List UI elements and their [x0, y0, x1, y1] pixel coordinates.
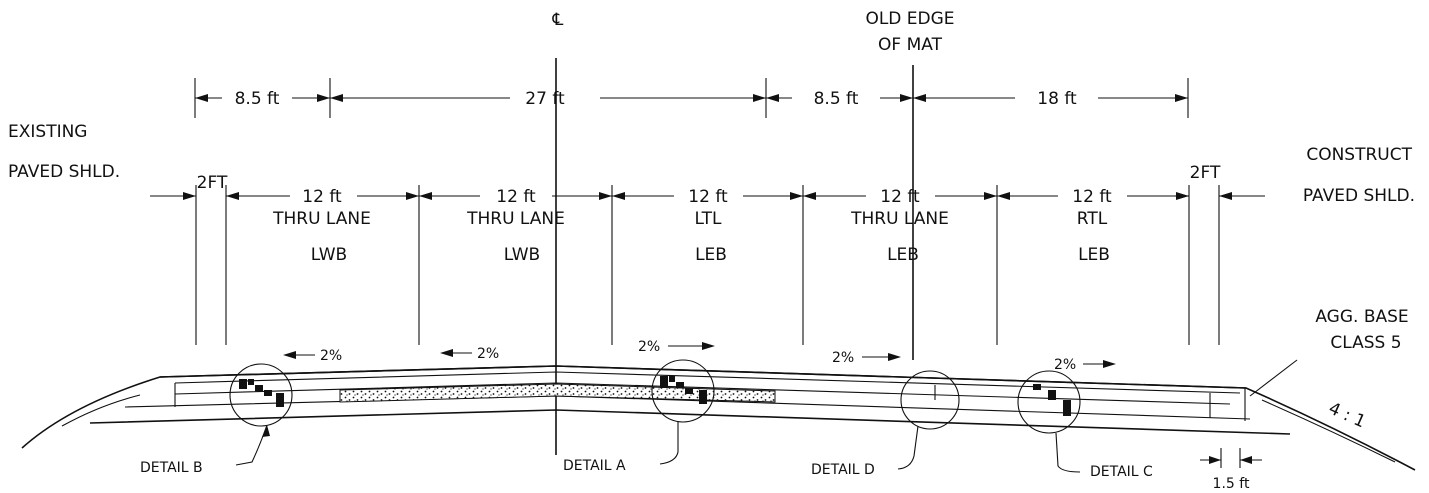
slope-lane-4: 2% — [832, 350, 854, 366]
detail-b-marker — [229, 363, 293, 466]
old-edge-label-line2: OF MAT — [878, 35, 943, 55]
lane-3-type: LTL — [695, 209, 723, 229]
lane-2-width: 12 ft — [496, 187, 536, 207]
slope-lane-5: 2% — [1054, 357, 1076, 373]
shoulder-2ft-right: 2FT — [1190, 163, 1221, 183]
shoulder-2ft-left: 2FT — [197, 173, 228, 193]
dim-8-5-right: 8.5 ft — [814, 89, 859, 109]
construct-paved-shoulder-label: PAVED SHLD. — [1303, 186, 1415, 206]
bottom-dimension — [1200, 448, 1262, 468]
dim-18: 18 ft — [1037, 89, 1077, 109]
lane-3-direction: LEB — [695, 245, 727, 265]
detail-c-label: DETAIL C — [1090, 464, 1153, 480]
lane-5-direction: LEB — [1078, 245, 1110, 265]
lane-boundaries — [195, 185, 1220, 345]
lane-1-type: THRU LANE — [272, 209, 371, 229]
detail-b-label: DETAIL B — [140, 460, 203, 476]
lane-5-width: 12 ft — [1072, 187, 1112, 207]
detail-d-marker — [897, 370, 960, 470]
dim-1-5: 1.5 ft — [1213, 476, 1250, 492]
existing-paved-shoulder-label: PAVED SHLD. — [8, 162, 120, 182]
lane-1-direction: LWB — [311, 245, 347, 265]
agg-base-class-label: CLASS 5 — [1330, 333, 1401, 353]
detail-d-label: DETAIL D — [811, 462, 875, 478]
existing-label: EXISTING — [8, 122, 87, 142]
lane-1-width: 12 ft — [302, 187, 342, 207]
lane-3-width: 12 ft — [688, 187, 728, 207]
pavement-section — [21, 359, 1416, 471]
lane-dimension-row — [150, 192, 1265, 200]
construct-label: CONSTRUCT — [1306, 145, 1412, 165]
centerline-symbol: ℄ — [552, 10, 564, 30]
agg-base-label: AGG. BASE — [1315, 307, 1408, 327]
top-dimension-row: 8.5 ft 27 ft 8.5 ft 18 ft — [194, 78, 1189, 118]
lane-4-type: THRU LANE — [850, 209, 949, 229]
detail-a-label: DETAIL A — [563, 458, 626, 474]
lane-5-type: RTL — [1077, 209, 1108, 229]
detail-c-marker — [1017, 370, 1081, 473]
slope-lane-3: 2% — [638, 339, 660, 355]
dim-27: 27 ft — [525, 89, 565, 109]
lane-2-direction: LWB — [504, 245, 540, 265]
detail-a-marker — [651, 359, 715, 465]
lane-2-type: THRU LANE — [466, 209, 565, 229]
slope-lane-1: 2% — [320, 348, 342, 364]
slope-lane-2: 2% — [477, 346, 499, 362]
slope-arrows — [283, 342, 1116, 368]
dim-8-5-left: 8.5 ft — [235, 89, 280, 109]
lane-4-direction: LEB — [887, 245, 919, 265]
lane-4-width: 12 ft — [880, 187, 920, 207]
old-edge-label-line1: OLD EDGE — [865, 9, 954, 29]
